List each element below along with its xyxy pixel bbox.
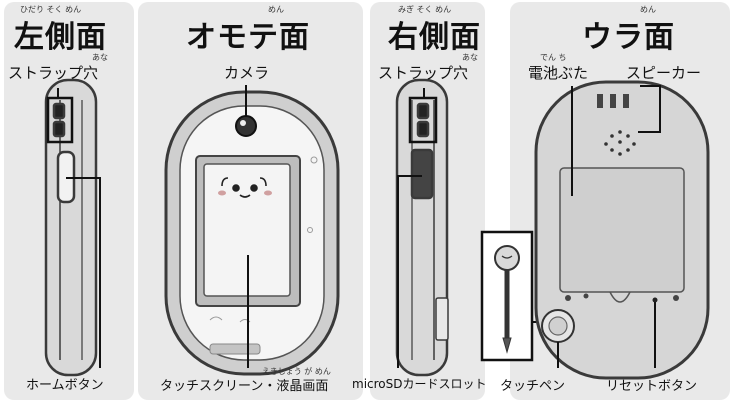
back-title-ruby: めん [640, 5, 656, 14]
right-strap-hole-ruby: あな [462, 53, 478, 62]
speaker-label: スピーカー [626, 64, 702, 82]
touch-pen-icon [480, 230, 534, 362]
reset-button-label: リセットボタン [606, 379, 698, 394]
right-side-device [395, 78, 449, 377]
left-strap-hole-ruby: あな [92, 53, 108, 62]
right-side-title: 右側面 [388, 20, 481, 55]
home-button-label: ホームボタン [26, 378, 104, 393]
right-side-title-ruby: みぎ そく めん [398, 5, 452, 14]
left-side-device [44, 78, 98, 377]
battery-cover-ruby: でん ち [540, 53, 567, 62]
front-device [164, 90, 340, 376]
left-strap-hole-label: ストラップ穴 [8, 64, 99, 82]
back-title: ウラ面 [582, 20, 675, 55]
speaker-grill-icon [597, 94, 629, 108]
character-face-icon [218, 177, 272, 198]
back-device [534, 80, 710, 380]
camera-label: カメラ [224, 64, 270, 82]
touch-screen-label: タッチスクリーン・液晶画面 [160, 379, 329, 394]
left-side-title-ruby: ひだり そく めん [20, 5, 82, 14]
left-strap-highlight [46, 96, 74, 144]
left-side-title: 左側面 [14, 20, 107, 55]
touch-screen-ruby: えきしょう が めん [262, 367, 331, 376]
battery-cover-label: 電池ぶた [528, 64, 589, 82]
front-title: オモテ面 [186, 20, 310, 55]
right-strap-hole-label: ストラップ穴 [378, 64, 469, 82]
microsd-slot-label: microSDカードスロット [352, 377, 487, 391]
front-title-ruby: めん [268, 5, 284, 14]
touch-pen-label: タッチペン [500, 379, 566, 394]
